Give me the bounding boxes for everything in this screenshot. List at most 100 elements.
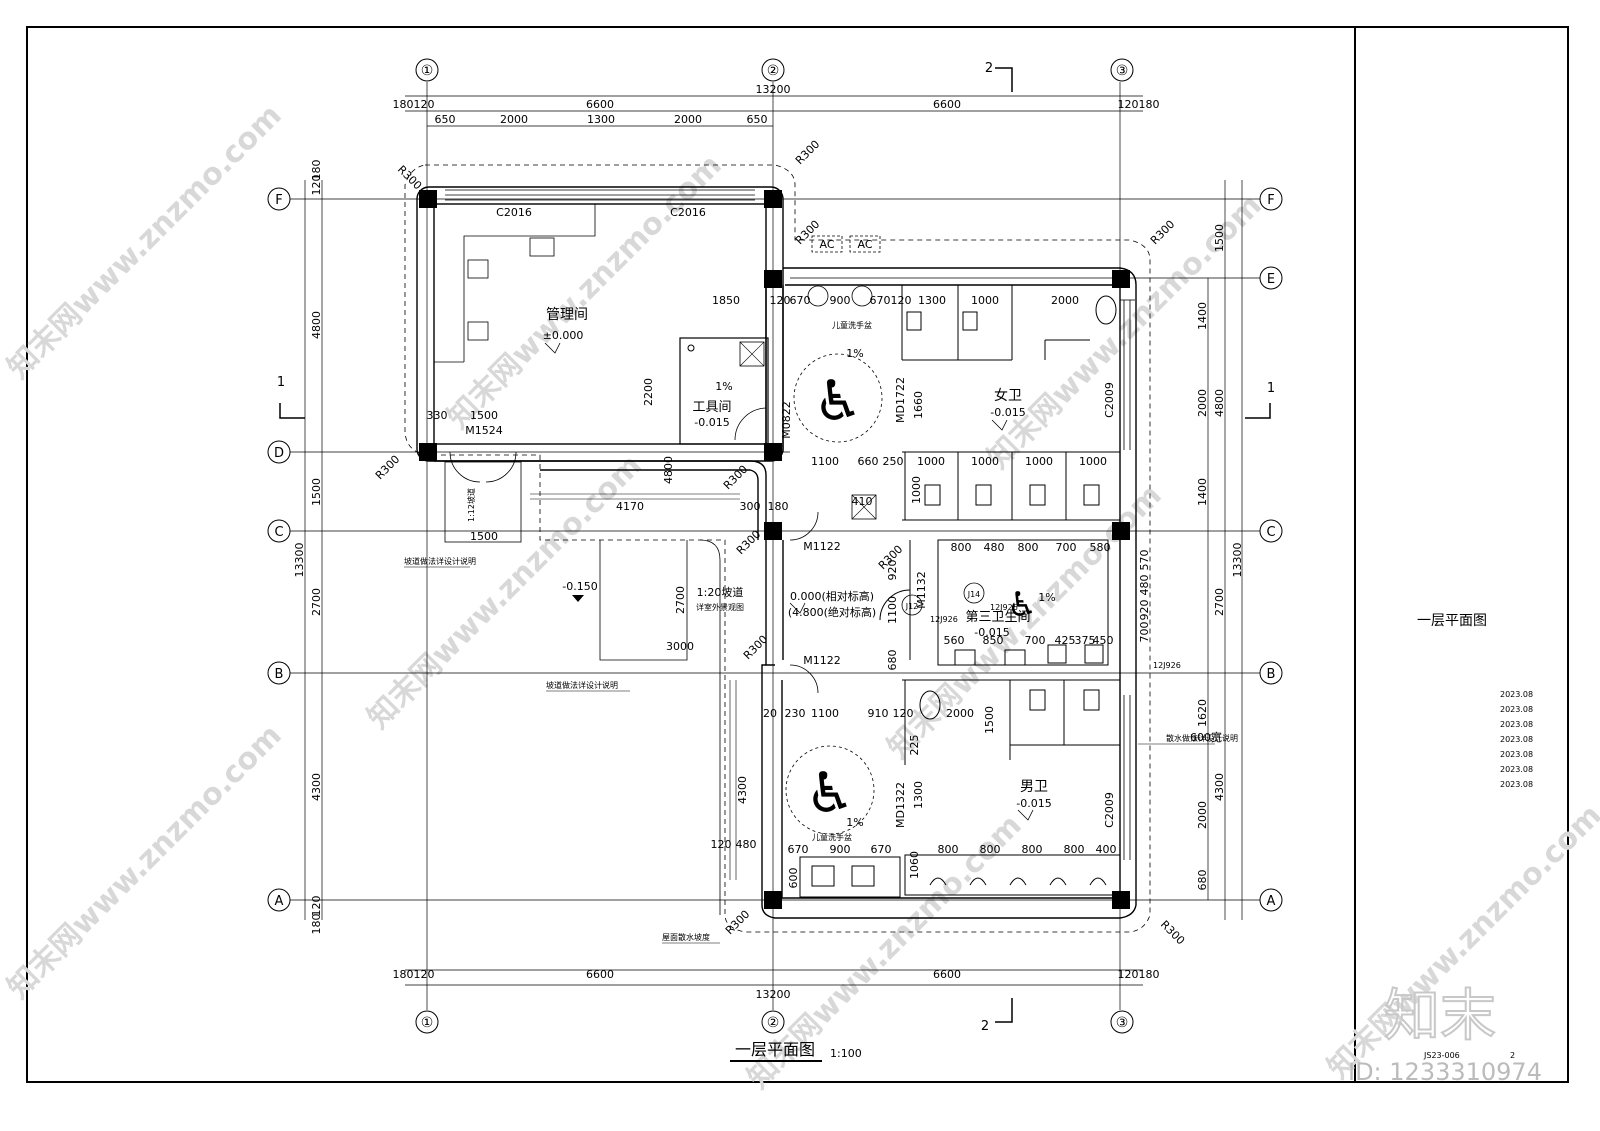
- svg-text:2000: 2000: [674, 113, 702, 126]
- svg-text:1: 1: [277, 375, 285, 390]
- dimension-lines: [304, 95, 1243, 986]
- svg-text:570: 570: [1138, 550, 1151, 571]
- svg-text:R300: R300: [721, 463, 750, 492]
- svg-text:2023.08: 2023.08: [1500, 765, 1533, 774]
- svg-text:330: 330: [427, 409, 448, 422]
- svg-text:1500: 1500: [1213, 224, 1226, 252]
- svg-text:C: C: [274, 525, 283, 540]
- svg-text:180: 180: [310, 160, 323, 181]
- svg-text:-0.015: -0.015: [974, 626, 1009, 639]
- svg-text:2023.08: 2023.08: [1500, 690, 1533, 699]
- svg-text:2023.08: 2023.08: [1500, 780, 1533, 789]
- svg-text:R300: R300: [723, 908, 752, 937]
- sinks-upper: [807, 285, 873, 307]
- men-stalls: [799, 679, 1121, 898]
- svg-text:D: D: [274, 446, 284, 461]
- svg-text:120: 120: [770, 294, 791, 307]
- svg-text:12J926: 12J926: [990, 603, 1018, 612]
- svg-text:13300: 13300: [293, 543, 306, 578]
- svg-text:C2016: C2016: [670, 206, 706, 219]
- svg-text:410: 410: [852, 495, 873, 508]
- svg-text:13200: 13200: [756, 988, 791, 1001]
- svg-text:180: 180: [1139, 98, 1160, 111]
- svg-text:1: 1: [1267, 381, 1275, 396]
- title-block-dates: 2023.08 2023.08 2023.08 2023.08 2023.08 …: [1500, 690, 1533, 789]
- svg-text:2023.08: 2023.08: [1500, 750, 1533, 759]
- title-block-name: 一层平面图: [1417, 613, 1487, 629]
- svg-text:2000: 2000: [946, 707, 974, 720]
- drawing-title: 一层平面图: [735, 1040, 815, 1059]
- svg-text:-0.015: -0.015: [694, 416, 729, 429]
- svg-text:120: 120: [310, 896, 323, 917]
- svg-text:1%: 1%: [846, 347, 863, 360]
- svg-text:180: 180: [393, 968, 414, 981]
- svg-text:230: 230: [785, 707, 806, 720]
- svg-text:儿童洗手盆: 儿童洗手盆: [812, 832, 852, 842]
- svg-text:600宽: 600宽: [1190, 730, 1222, 744]
- svg-text:670: 670: [788, 843, 809, 856]
- svg-text:450: 450: [1093, 634, 1114, 647]
- svg-text:850: 850: [983, 634, 1004, 647]
- outdoor-ramp-outline: [599, 539, 721, 915]
- svg-text:800: 800: [1018, 541, 1039, 554]
- svg-text:B: B: [1267, 667, 1276, 682]
- svg-text:700: 700: [1056, 541, 1077, 554]
- svg-text:B: B: [275, 667, 284, 682]
- svg-text:670: 670: [871, 843, 892, 856]
- svg-text:120: 120: [1118, 98, 1139, 111]
- svg-text:坡道做法详设计说明: 坡道做法详设计说明: [404, 556, 476, 566]
- svg-text:12J926: 12J926: [930, 615, 958, 624]
- accessible-icon: ♿ ♿ ♿: [785, 353, 1037, 835]
- desk: [434, 204, 596, 363]
- svg-text:1%: 1%: [1038, 591, 1055, 604]
- svg-text:1000: 1000: [971, 294, 999, 307]
- women-stalls: [901, 285, 1120, 521]
- svg-text:1:12坡道: 1:12坡道: [466, 488, 476, 522]
- svg-text:R300: R300: [734, 528, 763, 557]
- svg-text:③: ③: [1116, 1015, 1129, 1031]
- svg-text:E: E: [1267, 272, 1275, 287]
- svg-text:2000: 2000: [1196, 389, 1209, 417]
- tool-room: [679, 337, 769, 445]
- svg-text:R300: R300: [395, 163, 424, 192]
- svg-text:6600: 6600: [586, 968, 614, 981]
- svg-text:1500: 1500: [470, 530, 498, 543]
- svg-text:120: 120: [414, 98, 435, 111]
- svg-text:225: 225: [908, 735, 921, 756]
- svg-text:13200: 13200: [756, 83, 791, 96]
- watermark-logo: 知末: [1384, 984, 1496, 1049]
- svg-text:±0.000: ±0.000: [543, 329, 584, 342]
- svg-text:1100: 1100: [811, 455, 839, 468]
- svg-text:坡道做法详设计说明: 坡道做法详设计说明: [546, 680, 618, 690]
- svg-text:②: ②: [767, 1015, 780, 1031]
- svg-text:MD1722: MD1722: [894, 377, 907, 423]
- svg-text:1000: 1000: [971, 455, 999, 468]
- svg-text:180: 180: [768, 500, 789, 513]
- svg-text:3000: 3000: [666, 640, 694, 653]
- svg-text:1300: 1300: [918, 294, 946, 307]
- svg-text:1300: 1300: [587, 113, 615, 126]
- ac-units: [811, 235, 881, 253]
- svg-text:C2016: C2016: [496, 206, 532, 219]
- svg-text:♿: ♿: [805, 761, 855, 826]
- svg-text:-0.015: -0.015: [1016, 797, 1051, 810]
- svg-text:详室外景观图: 详室外景观图: [696, 602, 744, 612]
- svg-text:180: 180: [310, 914, 323, 935]
- svg-text:C2009: C2009: [1103, 382, 1116, 418]
- svg-text:1500: 1500: [983, 706, 996, 734]
- svg-text:男卫: 男卫: [1020, 779, 1048, 795]
- svg-text:1400: 1400: [1196, 302, 1209, 330]
- svg-text:120: 120: [711, 838, 732, 851]
- svg-text:800: 800: [951, 541, 972, 554]
- svg-text:910: 910: [868, 707, 889, 720]
- svg-text:680: 680: [1196, 870, 1209, 891]
- axis-bubbles: ① ② ③ ① ② ③ F D C B A F E C B A: [267, 58, 1283, 1034]
- svg-text:580: 580: [1090, 541, 1111, 554]
- svg-text:女卫: 女卫: [994, 387, 1022, 404]
- svg-text:1%: 1%: [715, 380, 732, 393]
- svg-text:2700: 2700: [674, 586, 687, 614]
- svg-text:920: 920: [1138, 600, 1151, 621]
- svg-text:660: 660: [858, 455, 879, 468]
- svg-text:1400: 1400: [1196, 478, 1209, 506]
